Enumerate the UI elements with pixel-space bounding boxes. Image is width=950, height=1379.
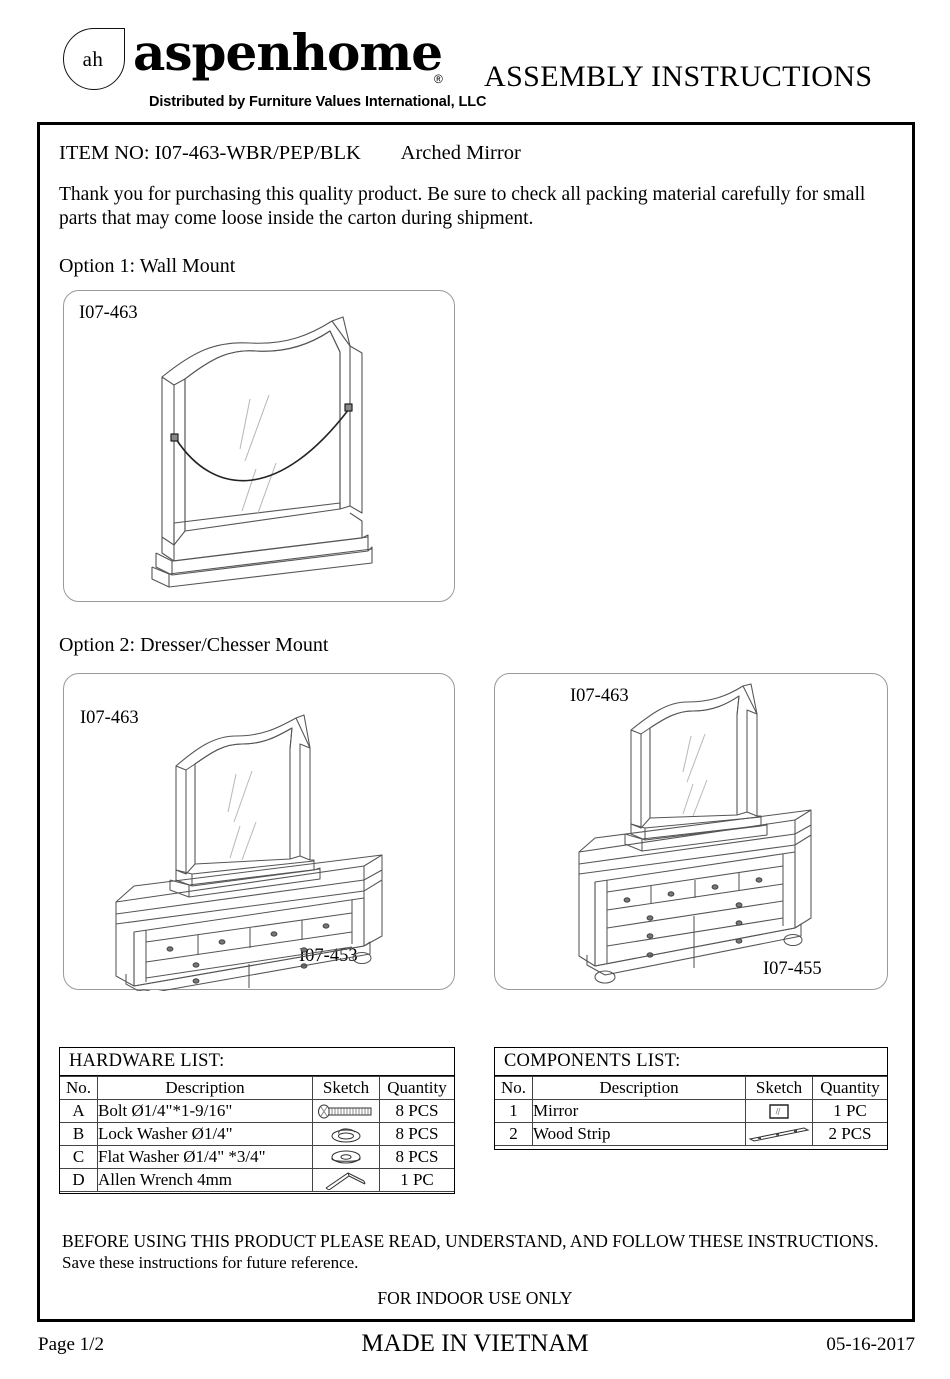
hardware-row-quantity: 8 PCS [379, 1099, 454, 1123]
aspenhome-logo-mark: ah [63, 28, 125, 90]
bolt-icon [313, 1100, 379, 1122]
option2-chesser-illustration-panel: I07-463 I07-455 [494, 673, 888, 990]
hardware-row-sketch [312, 1122, 380, 1146]
column-header-sketch: Sketch [312, 1076, 380, 1100]
item-number-line: ITEM NO: I07-463-WBR/PEP/BLK Arched Mirr… [59, 142, 521, 164]
wall-mount-mirror-drawing [151, 316, 373, 588]
column-header-no: No. [60, 1076, 98, 1100]
component-row-quantity: 2 PCS [812, 1122, 887, 1146]
country-of-origin: MADE IN VIETNAM [361, 1330, 589, 1357]
column-header-description: Description [97, 1076, 313, 1100]
document-header: ah aspenhome ® Distributed by Furniture … [0, 0, 950, 118]
component-row-no: 1 [495, 1099, 533, 1123]
page-footer: Page 1/2 MADE IN VIETNAM 05-16-2017 [0, 1330, 950, 1370]
intro-paragraph: Thank you for purchasing this quality pr… [59, 184, 866, 229]
chesser-mirror-code: I07-463 [570, 686, 629, 706]
hardware-row-quantity: 8 PCS [379, 1145, 454, 1169]
option1-mirror-code: I07-463 [79, 303, 138, 323]
components-list-caption: COMPONENTS LIST: [495, 1048, 887, 1076]
chesser-mount-drawing [578, 683, 812, 984]
hardware-list-caption: HARDWARE LIST: [60, 1048, 454, 1076]
dresser-base-code: I07-453 [299, 946, 358, 966]
wood-strip-icon [746, 1123, 812, 1145]
table-row: B Lock Washer Ø1/4" 8 PCS [60, 1122, 454, 1146]
components-list-table: COMPONENTS LIST: No. Description Sketch … [494, 1047, 888, 1150]
hardware-parts-table: No. Description Sketch Quantity A Bolt Ø… [60, 1076, 454, 1192]
hardware-row-quantity: 1 PC [379, 1168, 454, 1192]
hardware-row-sketch [312, 1168, 380, 1192]
table-row: 2 Wood Strip 2 PCS [495, 1122, 887, 1146]
component-row-description: Mirror [532, 1099, 746, 1123]
hardware-row-description: Allen Wrench 4mm [97, 1168, 313, 1192]
hardware-row-no: A [60, 1099, 98, 1123]
hardware-row-quantity: 8 PCS [379, 1122, 454, 1146]
hardware-list-table: HARDWARE LIST: No. Description Sketch Qu… [59, 1047, 455, 1194]
column-header-quantity: Quantity [812, 1076, 887, 1100]
notice-line-2: Save these instructions for future refer… [62, 1253, 359, 1272]
logo-initials: ah [82, 46, 104, 71]
option1-illustration-panel: I07-463 [63, 290, 455, 602]
column-header-quantity: Quantity [379, 1076, 454, 1100]
component-row-quantity: 1 PC [812, 1099, 887, 1123]
option2-dresser-illustration-panel: I07-463 I07-453 [63, 673, 455, 991]
component-row-description: Wood Strip [532, 1122, 746, 1146]
dresser-mount-drawing [115, 714, 383, 991]
lock-washer-icon [313, 1123, 379, 1145]
allen-wrench-icon [313, 1169, 379, 1191]
table-row: 1 Mirror 1 PC [495, 1099, 887, 1123]
table-header-row: No. Description Sketch Quantity [60, 1076, 454, 1100]
table-header-row: No. Description Sketch Quantity [495, 1076, 887, 1100]
chesser-base-code: I07-455 [763, 959, 822, 979]
distributed-by-text: Distributed by Furniture Values Internat… [149, 94, 487, 110]
column-header-description: Description [532, 1076, 746, 1100]
table-row: A Bolt Ø1/4"*1-9/16" 8 PCS [60, 1099, 454, 1123]
option1-heading: Option 1: Wall Mount [59, 255, 236, 277]
component-row-sketch [745, 1122, 813, 1146]
hardware-row-description: Lock Washer Ø1/4" [97, 1122, 313, 1146]
flat-washer-icon [313, 1146, 379, 1168]
mirror-icon [746, 1100, 812, 1122]
table-row: C Flat Washer Ø1/4" *3/4" 8 PCS [60, 1145, 454, 1169]
document-title: ASSEMBLY INSTRUCTIONS [484, 60, 873, 93]
component-row-no: 2 [495, 1122, 533, 1146]
component-row-sketch [745, 1099, 813, 1123]
components-parts-table: No. Description Sketch Quantity 1 Mirror [495, 1076, 887, 1146]
revision-date: 05-16-2017 [826, 1334, 915, 1355]
table-row: D Allen Wrench 4mm 1 PC [60, 1168, 454, 1192]
column-header-no: No. [495, 1076, 533, 1100]
hardware-row-no: D [60, 1168, 98, 1192]
hardware-row-sketch [312, 1145, 380, 1169]
option2-heading: Option 2: Dresser/Chesser Mount [59, 634, 329, 656]
page-number: Page 1/2 [38, 1334, 104, 1355]
registered-trademark-icon: ® [434, 72, 443, 86]
brand-wordmark: aspenhome [133, 23, 443, 82]
hardware-row-description: Bolt Ø1/4"*1-9/16" [97, 1099, 313, 1123]
hardware-row-no: B [60, 1122, 98, 1146]
safety-notice: BEFORE USING THIS PRODUCT PLEASE READ, U… [62, 1231, 882, 1273]
dresser-mirror-code: I07-463 [80, 708, 139, 728]
indoor-use-notice: FOR INDOOR USE ONLY [377, 1288, 573, 1308]
hardware-row-no: C [60, 1145, 98, 1169]
hardware-row-description: Flat Washer Ø1/4" *3/4" [97, 1145, 313, 1169]
notice-line-1: BEFORE USING THIS PRODUCT PLEASE READ, U… [62, 1231, 879, 1251]
hardware-row-sketch [312, 1099, 380, 1123]
column-header-sketch: Sketch [745, 1076, 813, 1100]
